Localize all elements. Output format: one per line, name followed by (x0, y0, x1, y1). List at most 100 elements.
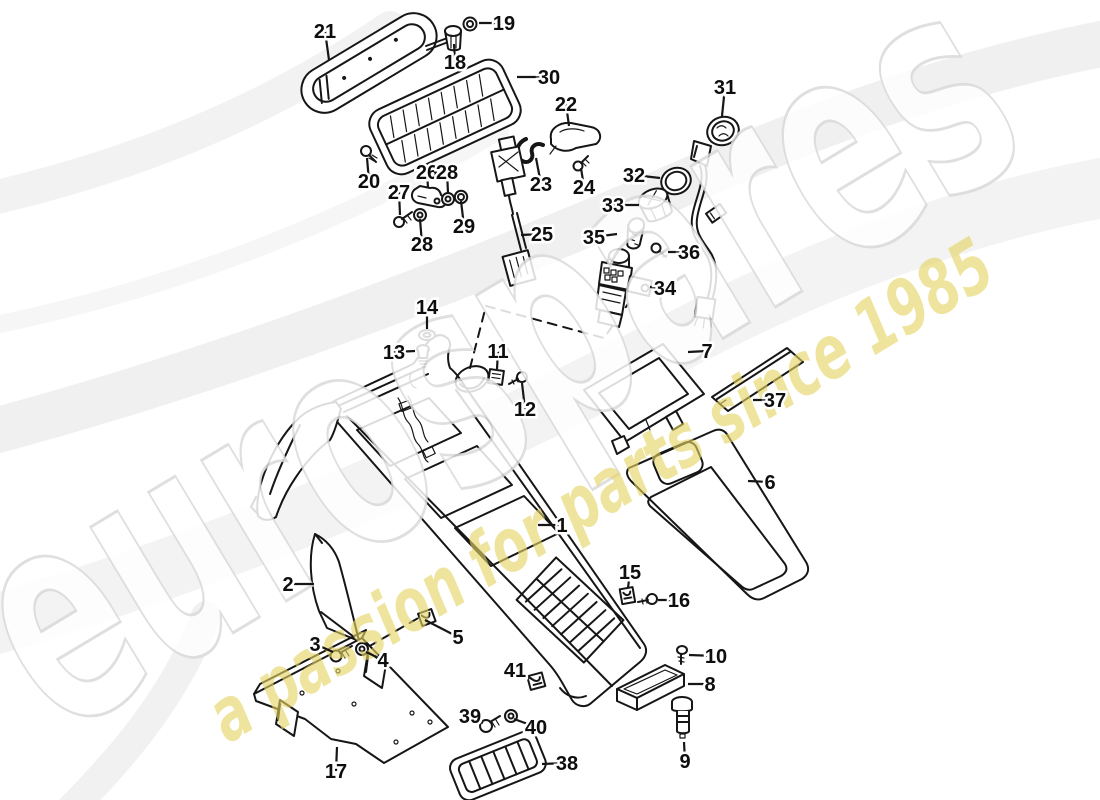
callout-26[interactable]: 26 (413, 160, 441, 189)
callout-number[interactable]: 31 (711, 75, 738, 102)
callout-number[interactable]: 17 (322, 759, 349, 786)
callout-5[interactable]: 5 (424, 619, 466, 652)
callout-leader-line (682, 741, 687, 762)
callout-20[interactable]: 20 (355, 157, 383, 196)
callout-number[interactable]: 7 (699, 339, 715, 366)
callout-number[interactable]: 5 (450, 625, 466, 652)
callout-13[interactable]: 13 (380, 340, 416, 367)
callout-29[interactable]: 29 (450, 200, 478, 241)
callout-number[interactable]: 23 (527, 172, 554, 199)
callout-11[interactable]: 11 (485, 339, 511, 370)
callout-8[interactable]: 8 (688, 672, 718, 699)
callout-number[interactable]: 38 (553, 751, 580, 778)
callout-number[interactable]: 25 (528, 222, 555, 249)
callout-number[interactable]: 39 (456, 704, 483, 731)
callout-34[interactable]: 34 (649, 276, 679, 303)
callout-4[interactable]: 4 (365, 648, 392, 675)
callout-10[interactable]: 10 (688, 644, 730, 671)
callout-number[interactable]: 24 (570, 175, 598, 202)
callout-number[interactable]: 8 (702, 672, 718, 699)
callout-number[interactable]: 2 (280, 572, 296, 599)
callout-leader-line (687, 349, 708, 354)
callout-number[interactable]: 37 (761, 388, 788, 415)
callout-number[interactable]: 16 (665, 588, 692, 615)
callout-2[interactable]: 2 (280, 572, 314, 599)
callout-27[interactable]: 27 (385, 180, 413, 216)
callout-9[interactable]: 9 (677, 741, 693, 776)
part-5-clip (417, 608, 437, 628)
callout-number[interactable]: 34 (651, 276, 679, 303)
callout-number[interactable]: 13 (380, 340, 407, 367)
callout-number[interactable]: 36 (675, 240, 702, 267)
callout-number[interactable]: 40 (522, 715, 549, 742)
callout-22[interactable]: 22 (552, 92, 580, 127)
callout-21[interactable]: 21 (311, 19, 339, 61)
callout-28[interactable]: 28 (433, 160, 461, 194)
part-31-cigarette-lighter (690, 115, 740, 329)
callout-leader-line (424, 619, 459, 638)
callout-7[interactable]: 7 (687, 339, 715, 366)
part-3-screw (329, 645, 353, 663)
callout-number[interactable]: 19 (490, 11, 517, 38)
callout-number[interactable]: 3 (307, 632, 323, 659)
callout-14[interactable]: 14 (413, 295, 441, 329)
callout-1[interactable]: 1 (538, 513, 570, 540)
callout-number[interactable]: 28 (408, 232, 435, 259)
callout-leader-line (688, 653, 717, 658)
callout-number[interactable]: 22 (552, 92, 579, 119)
callout-number[interactable]: 29 (450, 214, 477, 241)
callout-19[interactable]: 19 (479, 11, 518, 38)
callout-28[interactable]: 28 (408, 218, 436, 259)
callout-39[interactable]: 39 (456, 704, 483, 731)
callout-number[interactable]: 28 (433, 160, 460, 187)
callout-40[interactable]: 40 (513, 715, 550, 742)
callout-33[interactable]: 33 (599, 193, 639, 220)
callout-number[interactable]: 1 (554, 513, 570, 540)
callout-37[interactable]: 37 (753, 388, 789, 415)
callout-number[interactable]: 9 (677, 749, 693, 776)
callout-12[interactable]: 12 (511, 382, 539, 424)
callout-32[interactable]: 32 (620, 163, 661, 190)
part-11-clip (487, 368, 505, 386)
callout-leader-line (365, 651, 384, 661)
callout-number[interactable]: 10 (702, 644, 729, 671)
callout-number[interactable]: 6 (762, 470, 778, 497)
callout-31[interactable]: 31 (711, 75, 739, 117)
callout-17[interactable]: 17 (322, 746, 350, 786)
part-14-washer (418, 329, 436, 341)
callout-15[interactable]: 15 (616, 560, 644, 589)
callout-36[interactable]: 36 (668, 240, 703, 267)
callout-number[interactable]: 14 (413, 295, 441, 322)
callout-30[interactable]: 30 (517, 65, 563, 92)
part-17-bracket-plate (253, 629, 449, 764)
part-6-console-panel (626, 428, 810, 601)
callout-35[interactable]: 35 (580, 225, 618, 252)
callout-number[interactable]: 27 (385, 180, 412, 207)
callout-25[interactable]: 25 (520, 222, 556, 249)
callout-41[interactable]: 41 (501, 658, 533, 685)
callout-number[interactable]: 4 (375, 648, 392, 675)
part-38-vent-grille (449, 730, 547, 800)
callout-6[interactable]: 6 (747, 470, 778, 497)
callout-23[interactable]: 23 (527, 157, 555, 199)
callout-number[interactable]: 26 (413, 160, 440, 187)
callout-3[interactable]: 3 (307, 632, 334, 659)
callout-number[interactable]: 12 (511, 397, 538, 424)
callout-18[interactable]: 18 (441, 43, 469, 77)
callout-38[interactable]: 38 (541, 751, 581, 778)
callout-number[interactable]: 21 (311, 19, 338, 46)
callout-16[interactable]: 16 (658, 588, 693, 615)
callout-number[interactable]: 30 (535, 65, 562, 92)
callout-number[interactable]: 18 (441, 50, 468, 77)
callout-leader-line (452, 43, 457, 63)
callout-number[interactable]: 33 (599, 193, 626, 220)
callout-number[interactable]: 35 (580, 225, 607, 252)
callout-number[interactable]: 41 (501, 658, 528, 685)
callout-24[interactable]: 24 (570, 167, 598, 202)
callout-number[interactable]: 15 (616, 560, 643, 587)
callout-number[interactable]: 32 (620, 163, 647, 190)
callout-number[interactable]: 20 (355, 169, 382, 196)
callout-leader-line (323, 30, 331, 61)
callout-number[interactable]: 11 (485, 339, 511, 366)
